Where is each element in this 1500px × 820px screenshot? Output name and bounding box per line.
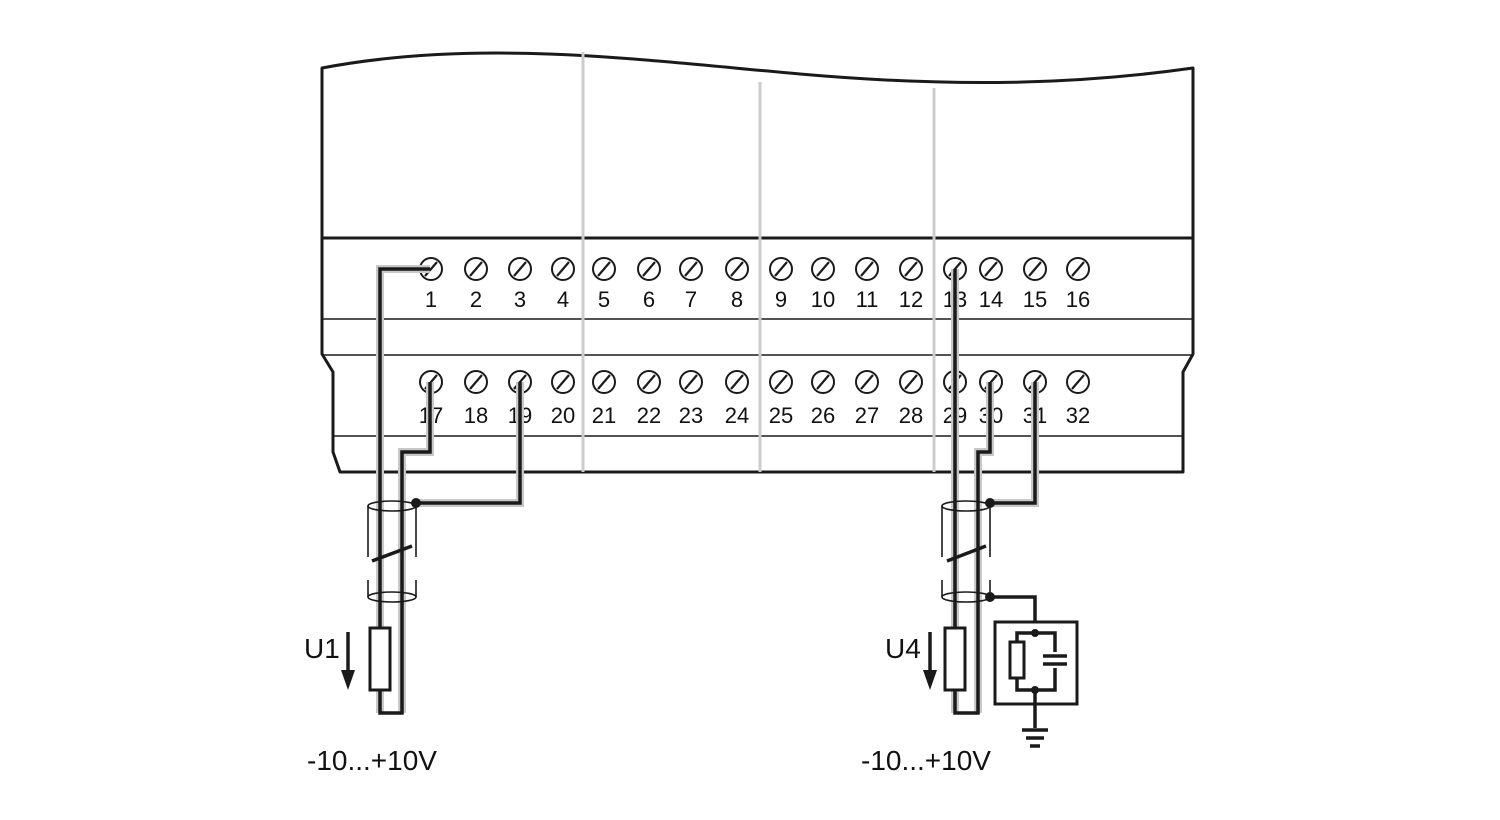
terminal-number-23: 23 [679,403,703,428]
wire-terminal-17 [392,382,432,715]
wire-terminal-13 [953,269,966,715]
terminal-number-16: 16 [1066,287,1090,312]
terminal-number-12: 12 [899,287,923,312]
screw-slot-icon [556,261,570,277]
terminal-number-14: 14 [979,287,1003,312]
cable-twist-mark [946,544,987,563]
resistor-symbol [943,626,967,692]
screw-slot-icon [730,261,744,277]
screw-slot-icon [816,261,830,277]
terminal-number-9: 9 [775,287,787,312]
screw-slot-icon [1071,374,1085,390]
screw-slot-icon [597,374,611,390]
terminal-number-3: 3 [514,287,526,312]
wire-terminal-30 [966,382,992,715]
screw-slot-icon [469,374,483,390]
screw-slot-icon [513,261,527,277]
junction-dot [985,498,995,508]
terminal-number-5: 5 [598,287,610,312]
junction-dot [411,498,421,508]
cable-shield-top [941,500,991,512]
signal-label-u1: U1 [304,633,340,664]
screw-slot-icon [469,261,483,277]
screw-slot-icon [424,261,438,277]
screw-slot-icon [774,374,788,390]
terminal-number-22: 22 [637,403,661,428]
terminal-number-11: 11 [856,287,879,312]
range-label-left: -10...+10V [307,745,437,776]
screw-slot-icon [730,374,744,390]
screw-slot-icon [1028,261,1042,277]
screw-slot-icon [816,374,830,390]
screw-slot-icon [597,261,611,277]
wire-terminal-1 [378,267,430,715]
terminal-number-24: 24 [725,403,749,428]
screw-slot-icon [684,261,698,277]
cable-twist-mark [371,544,413,563]
screw-slot-icon [860,374,874,390]
wire-terminal-31 [990,382,1037,505]
screw-slot-icon [860,261,874,277]
terminal-number-6: 6 [643,287,655,312]
screw-slot-icon [1071,261,1085,277]
terminal-number-10: 10 [811,287,835,312]
cable-shield-bottom [367,591,417,603]
module-housing [320,51,1195,474]
right-circuit: U4 -10...+10V [861,269,1079,776]
left-circuit: U1 -10...+10V [304,265,524,776]
terminal-number-26: 26 [811,403,835,428]
terminal-number-21: 21 [592,403,616,428]
terminal-number-7: 7 [685,287,697,312]
terminal-number-8: 8 [731,287,743,312]
terminal-number-32: 32 [1066,403,1090,428]
screw-slot-icon [774,261,788,277]
terminal-number-4: 4 [557,287,569,312]
terminal-number-1: 1 [425,287,437,312]
cable-shield-bottom [941,591,991,603]
terminal-number-25: 25 [769,403,793,428]
screw-slot-icon [556,374,570,390]
cable-shield-top [367,500,417,512]
terminal-number-15: 15 [1023,287,1047,312]
screw-slot-icon [904,374,918,390]
terminal-number-28: 28 [899,403,923,428]
screw-slot-icon [984,261,998,277]
voltage-arrow-head [341,670,355,690]
wire-terminal-19 [416,382,522,505]
rc-resistor-symbol [1008,640,1026,680]
screw-slot-icon [684,374,698,390]
range-label-right: -10...+10V [861,745,991,776]
terminal-number-27: 27 [855,403,879,428]
screw-slot-icon [642,374,656,390]
resistor-symbol [368,626,392,692]
terminal-number-2: 2 [470,287,482,312]
terminal-number-18: 18 [464,403,488,428]
signal-label-u4: U4 [885,633,921,664]
voltage-arrow-head [923,670,937,690]
screw-slot-icon [642,261,656,277]
screw-slot-icon [904,261,918,277]
terminal-number-20: 20 [551,403,575,428]
